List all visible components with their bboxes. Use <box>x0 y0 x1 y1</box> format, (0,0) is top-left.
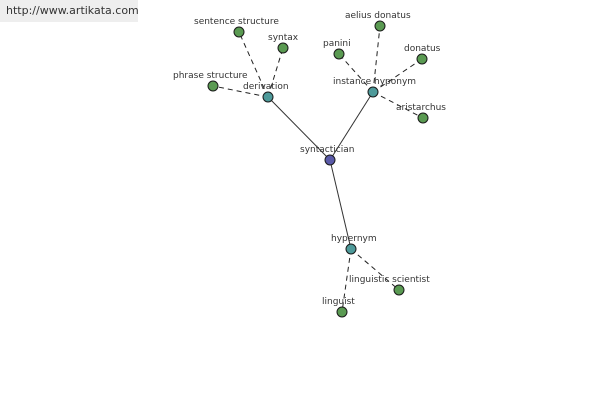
edge-hypernym-linguistic-scientist <box>350 248 400 291</box>
label-linguistic-scientist[interactable]: linguistic scientist <box>349 275 430 285</box>
node-syntactician[interactable] <box>324 154 336 166</box>
node-donatus[interactable] <box>416 53 428 65</box>
edge-derivation-sentence-structure <box>238 31 269 98</box>
node-hypernym[interactable] <box>345 243 357 255</box>
edge-instance-hyponym-aelius-donatus <box>372 25 381 93</box>
label-aelius-donatus[interactable]: aelius donatus <box>345 11 411 21</box>
node-linguistic-scientist[interactable] <box>393 284 405 296</box>
edge-syntactician-hypernym <box>329 159 352 250</box>
label-hypernym[interactable]: hypernym <box>331 234 377 244</box>
node-instance-hyponym[interactable] <box>367 86 379 98</box>
label-instance-hyponym[interactable]: instance hyponym <box>333 77 416 87</box>
label-aristarchus[interactable]: aristarchus <box>396 103 446 113</box>
node-aelius-donatus[interactable] <box>374 20 386 32</box>
label-sentence-structure[interactable]: sentence structure <box>194 17 279 27</box>
node-sentence-structure[interactable] <box>233 26 245 38</box>
url-link[interactable]: http://www.artikata.com <box>6 4 139 17</box>
node-panini[interactable] <box>333 48 345 60</box>
node-linguist[interactable] <box>336 306 348 318</box>
edge-instance-hyponym-donatus <box>372 58 423 93</box>
edge-hypernym-linguist <box>341 248 352 313</box>
label-syntax[interactable]: syntax <box>268 33 299 43</box>
node-derivation[interactable] <box>262 91 274 103</box>
edge-syntactician-derivation <box>267 96 331 161</box>
label-phrase-structure[interactable]: phrase structure <box>173 71 248 81</box>
edges-layer <box>212 25 424 313</box>
label-derivation[interactable]: derivation <box>243 82 289 92</box>
edge-derivation-phrase-structure <box>212 85 269 98</box>
label-panini[interactable]: panini <box>323 39 351 49</box>
url-banner[interactable]: http://www.artikata.com <box>0 0 139 22</box>
label-syntactician[interactable]: syntactician <box>300 145 354 155</box>
nodes-layer <box>207 20 429 318</box>
edge-syntactician-instance-hyponym <box>329 91 374 161</box>
node-aristarchus[interactable] <box>417 112 429 124</box>
node-syntax[interactable] <box>277 42 289 54</box>
labels-layer: syntactician derivation instance hyponym hy… <box>173 11 446 307</box>
label-linguist[interactable]: linguist <box>322 297 355 307</box>
node-phrase-structure[interactable] <box>207 80 219 92</box>
edge-instance-hyponym-aristarchus <box>372 91 424 119</box>
label-donatus[interactable]: donatus <box>404 44 441 54</box>
